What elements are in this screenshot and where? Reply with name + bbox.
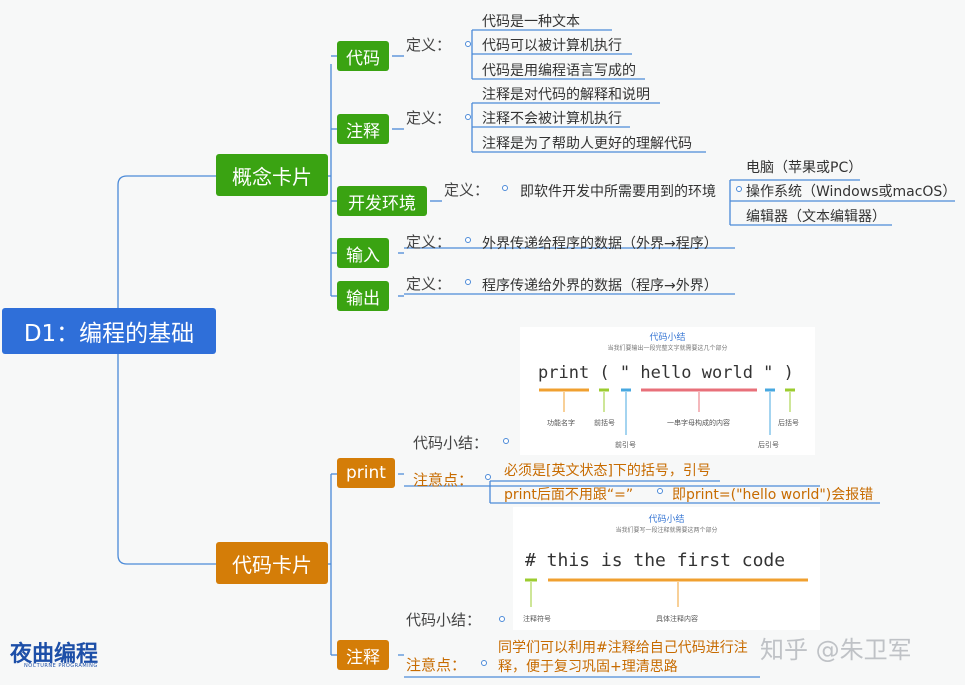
comment-note-label: 注意点： — [406, 656, 467, 674]
figure-markers — [539, 388, 795, 435]
concept-item-input[interactable]: 输入 — [337, 238, 389, 268]
comment-summary-figure: 代码小结 当我们要写一段注释就需要这两个部分 # this is the fir… — [513, 507, 820, 630]
print-summary-label: 代码小结： — [413, 434, 489, 452]
code-point: 代码可以被计算机执行 — [482, 38, 622, 54]
comment-point: 注释是为了帮助人更好的理解代码 — [482, 136, 692, 152]
root-label: D1：编程的基础 — [23, 321, 195, 347]
dev-env-points-dot — [736, 186, 742, 192]
print-note-dot — [485, 474, 491, 480]
concept-item-code[interactable]: 代码 — [337, 41, 389, 71]
input-desc: 外界传递给程序的数据（外界→程序） — [482, 236, 718, 252]
concept-item-dev-env[interactable]: 开发环境 — [337, 186, 427, 216]
code-point: 代码是一种文本 — [482, 14, 580, 30]
dev-env-def-dot — [502, 185, 508, 191]
comment-point: 注释不会被计算机执行 — [482, 111, 622, 127]
figure-title: 代码小结 — [648, 515, 685, 525]
comment-note-dot — [481, 660, 487, 666]
concept-card-label: 概念卡片 — [232, 164, 312, 189]
dev-env-desc: 即软件开发中所需要用到的环境 — [520, 184, 716, 200]
brand-logo-sub: NOCTURNE PROGRAMING — [24, 663, 98, 669]
root-node[interactable]: D1：编程的基础 — [2, 308, 216, 354]
code-point: 代码是用编程语言写成的 — [482, 63, 636, 79]
comment-summary-dot — [499, 616, 505, 622]
figure-caption: 后括号 — [778, 419, 799, 427]
print-note-sub-dot — [657, 488, 663, 494]
output-def-dot — [465, 279, 471, 285]
comment-def-label: 定义： — [406, 109, 452, 127]
dev-env-point: 操作系统（Windows或macOS） — [746, 184, 957, 200]
figure-title: 代码小结 — [649, 333, 686, 343]
output-desc: 程序传递给外界的数据（程序→外界） — [482, 278, 718, 294]
input-def-label: 定义： — [406, 233, 452, 251]
input-def-dot — [465, 237, 471, 243]
figure-code: print ( " hello world " ) — [538, 363, 794, 383]
figure-code: # this is the first code — [525, 550, 786, 571]
figure-subtitle: 当我们要写一段注释就需要这两个部分 — [615, 527, 718, 534]
comment-point: 注释是对代码的解释和说明 — [482, 87, 650, 103]
print-note: 即print=("hello world")会报错 — [672, 487, 874, 503]
figure-caption: 一串字母构成的内容 — [667, 419, 730, 427]
output-def-label: 定义： — [406, 275, 452, 293]
watermark: 知乎 @朱卫军 — [760, 636, 912, 664]
concept-item-output[interactable]: 输出 — [337, 281, 389, 311]
code-item-comment[interactable]: 注释 — [337, 640, 389, 670]
comment-note: 释，便于复习巩固+理清思路 — [498, 659, 678, 675]
print-summary-dot — [503, 438, 509, 444]
comment-def-dot — [465, 114, 471, 120]
print-note: 必须是[英文状态]下的括号，引号 — [504, 463, 711, 479]
print-note: print后面不用跟“=” — [504, 487, 634, 503]
figure-markers — [525, 578, 808, 607]
comment-note: 同学们可以利用#注释给自己代码进行注 — [498, 640, 748, 656]
dev-env-def-label: 定义： — [444, 181, 490, 199]
code-def-label: 定义： — [406, 36, 452, 54]
code-item-print[interactable]: print — [337, 458, 395, 488]
dev-env-point: 编辑器（文本编辑器） — [746, 209, 886, 225]
print-summary-figure: 代码小结 当我们要输出一段完整文字就需要这几个部分 print ( " hell… — [520, 327, 815, 455]
concept-card-node[interactable]: 概念卡片 — [216, 154, 328, 196]
print-note-label: 注意点： — [413, 471, 474, 489]
figure-subtitle: 当我们要输出一段完整文字就需要这几个部分 — [607, 345, 728, 352]
figure-caption: 功能名字 — [547, 419, 575, 427]
figure-caption: 具体注释内容 — [656, 615, 698, 623]
concept-item-comment[interactable]: 注释 — [337, 114, 389, 144]
brand-logo: 夜曲编程 — [10, 642, 99, 667]
dev-env-point: 电脑（苹果或PC） — [746, 160, 863, 176]
figure-caption: 后引号 — [758, 441, 779, 449]
comment-summary-label: 代码小结： — [406, 611, 482, 629]
figure-caption: 前括号 — [594, 419, 615, 427]
figure-caption: 前引号 — [615, 441, 636, 449]
code-card-node[interactable]: 代码卡片 — [216, 542, 328, 584]
code-card-label: 代码卡片 — [232, 552, 312, 577]
code-def-dot — [465, 41, 471, 47]
figure-caption: 注释符号 — [523, 615, 551, 623]
